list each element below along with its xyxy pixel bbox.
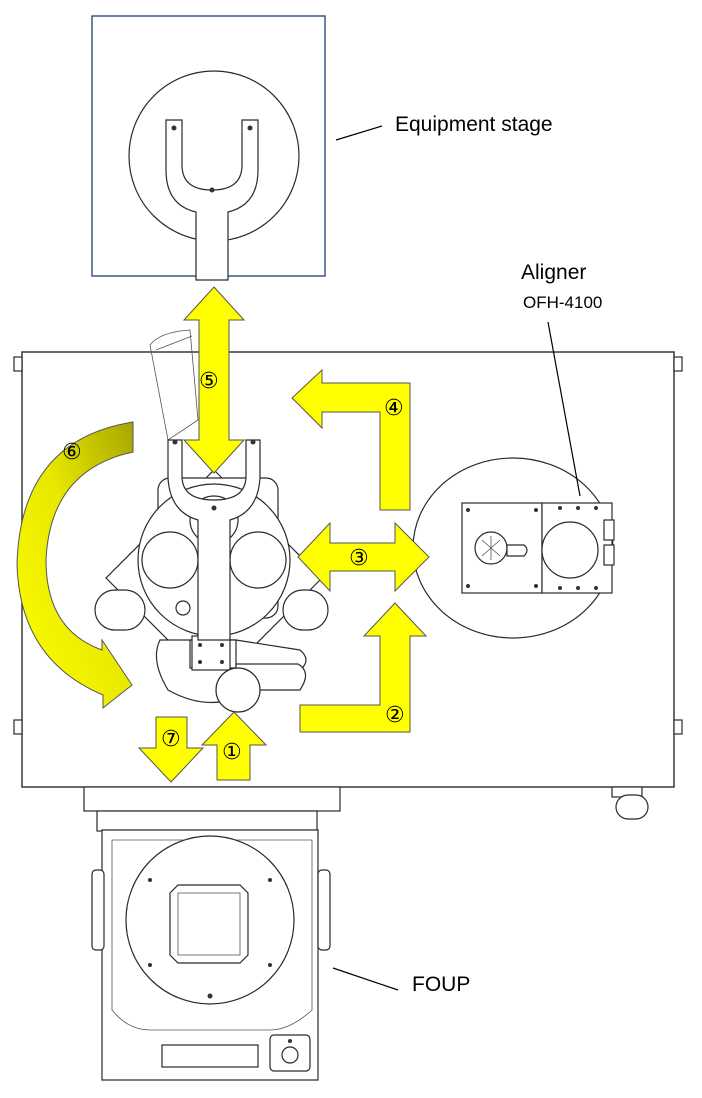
aligner-leader [547, 321, 581, 497]
step-1-label: ① [222, 740, 242, 765]
equipment-stage-label: Equipment stage [395, 113, 553, 136]
foup-top-plate [83, 786, 341, 812]
aligner-label: Aligner [521, 261, 586, 284]
foup [83, 786, 341, 1081]
foup-label: FOUP [412, 973, 470, 996]
arrow-step-6 [16, 421, 134, 710]
arrow-step-2 [299, 602, 428, 733]
stage-fork-hand [165, 119, 259, 281]
robot-fork-hand [167, 439, 261, 641]
arm-ghost-outline [149, 329, 199, 441]
equipment-stage [91, 15, 326, 281]
aligner-sensor-circle [541, 521, 599, 579]
aligner-model-label: OFH-4100 [523, 293, 602, 312]
caster-wheel [615, 794, 649, 820]
step-4-label: ④ [384, 396, 404, 421]
foup-leader [332, 967, 399, 991]
arrow-step-3 [297, 521, 430, 593]
arrow-step-5 [182, 286, 246, 474]
aligner [412, 457, 615, 639]
step-3-label: ③ [349, 546, 369, 571]
step-7-label: ⑦ [161, 727, 181, 752]
arrow-step-7 [137, 716, 205, 783]
step-6-label: ⑥ [62, 440, 82, 465]
equipment-stage-leader [335, 125, 383, 141]
step-5-label: ⑤ [199, 369, 219, 394]
arrow-step-4 [291, 368, 411, 511]
arrow-step-1 [200, 711, 268, 781]
step-2-label: ② [385, 703, 405, 728]
